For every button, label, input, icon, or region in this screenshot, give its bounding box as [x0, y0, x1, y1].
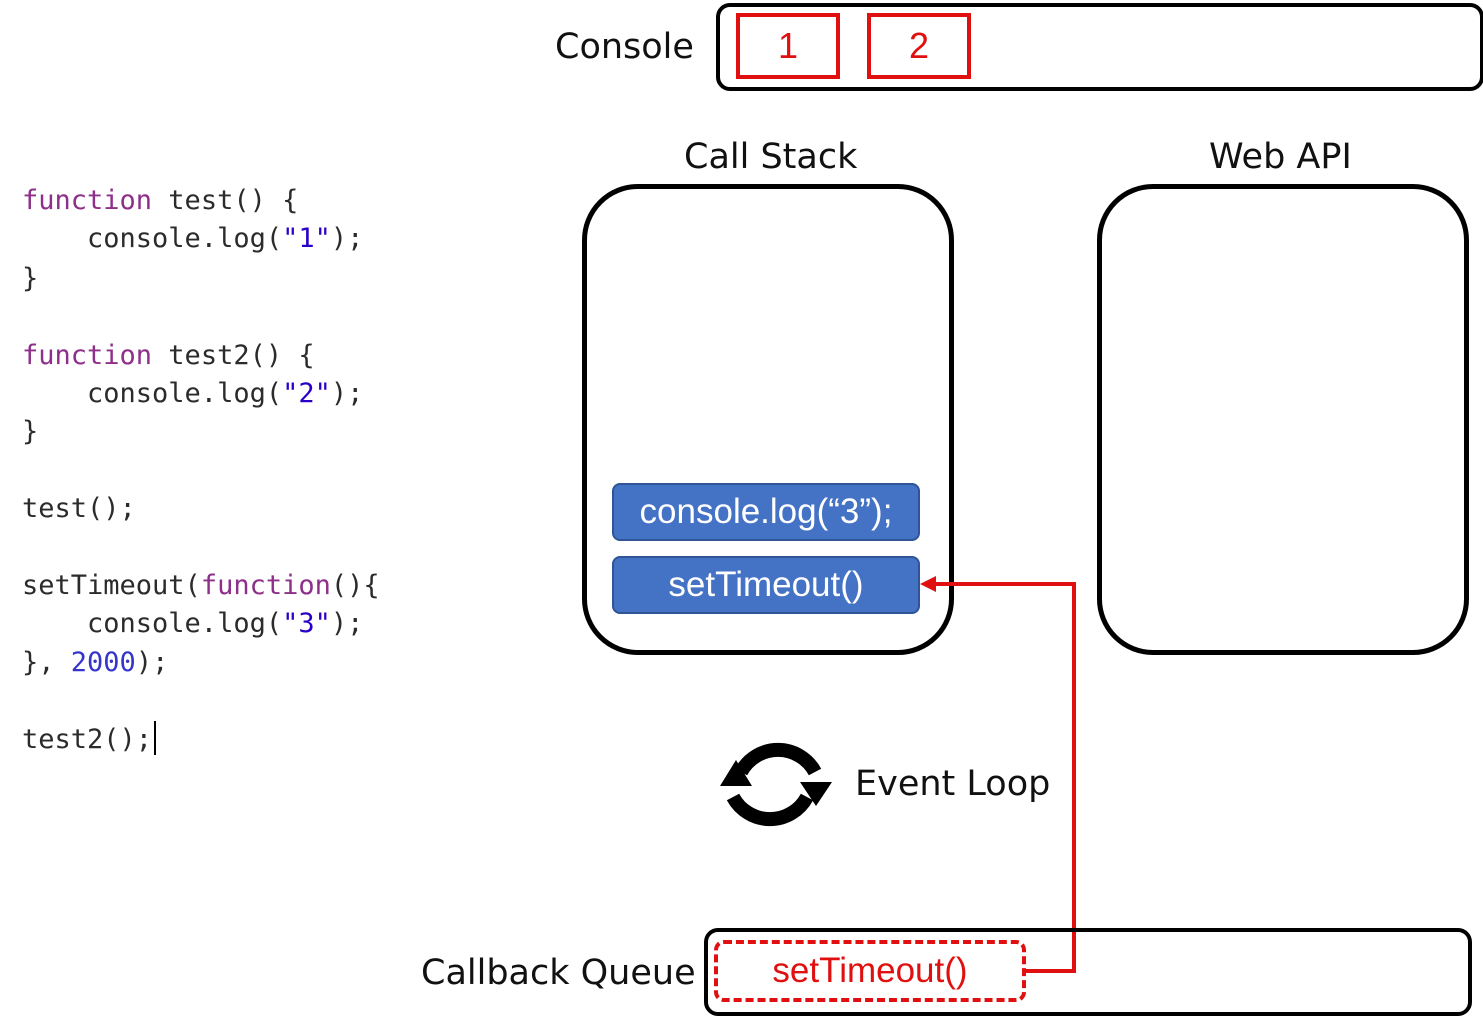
code-line: console.log("1"); — [22, 221, 363, 257]
code-keyword: function — [22, 340, 153, 371]
text-caret — [154, 721, 157, 755]
code-text: ); — [330, 378, 364, 409]
code-line: function test() { — [22, 183, 298, 219]
code-keyword: function — [200, 570, 331, 601]
callback-queue-label: Callback Queue — [421, 953, 696, 993]
code-text: ); — [330, 223, 364, 254]
code-text: console.log( — [22, 223, 283, 254]
code-text: test2(); — [22, 724, 153, 755]
call-stack-frame: console.log(“3”); — [612, 483, 920, 541]
console-output-item: 2 — [867, 13, 971, 79]
console-label: Console — [555, 27, 694, 67]
code-text: test() { — [152, 185, 299, 216]
code-line: test(); — [22, 493, 136, 524]
code-string: "2" — [282, 378, 331, 409]
code-number: 2000 — [70, 647, 136, 678]
code-line: console.log("3"); — [22, 606, 363, 642]
callback-queue-box — [704, 928, 1472, 1016]
call-stack-frame: setTimeout() — [612, 556, 920, 614]
code-line: } — [22, 263, 39, 294]
code-string: "3" — [282, 608, 331, 639]
code-text: ); — [135, 647, 169, 678]
refresh-cycle-icon — [720, 742, 832, 827]
code-keyword: function — [22, 185, 153, 216]
code-text: console.log( — [22, 378, 283, 409]
call-stack-label: Call Stack — [684, 137, 858, 177]
code-text: console.log( — [22, 608, 283, 639]
call-stack-box — [582, 184, 954, 655]
code-text: (){ — [330, 570, 380, 601]
code-line: test2(); — [22, 721, 157, 757]
code-text: }, — [22, 647, 71, 678]
web-api-label: Web API — [1209, 137, 1352, 177]
code-text: setTimeout( — [22, 570, 201, 601]
callback-queue-item: setTimeout() — [714, 940, 1026, 1002]
callback-to-stack-arrow — [920, 576, 1076, 973]
console-output-item: 1 — [736, 13, 840, 79]
console-box — [716, 3, 1483, 91]
code-string: "1" — [282, 223, 331, 254]
code-text: test2() { — [152, 340, 315, 371]
code-line: } — [22, 416, 39, 447]
code-text: ); — [330, 608, 364, 639]
code-line: setTimeout(function(){ — [22, 568, 380, 604]
code-line: }, 2000); — [22, 645, 168, 681]
code-line: function test2() { — [22, 338, 315, 374]
event-loop-label: Event Loop — [855, 764, 1051, 804]
web-api-box — [1097, 184, 1469, 655]
code-line: console.log("2"); — [22, 376, 363, 412]
